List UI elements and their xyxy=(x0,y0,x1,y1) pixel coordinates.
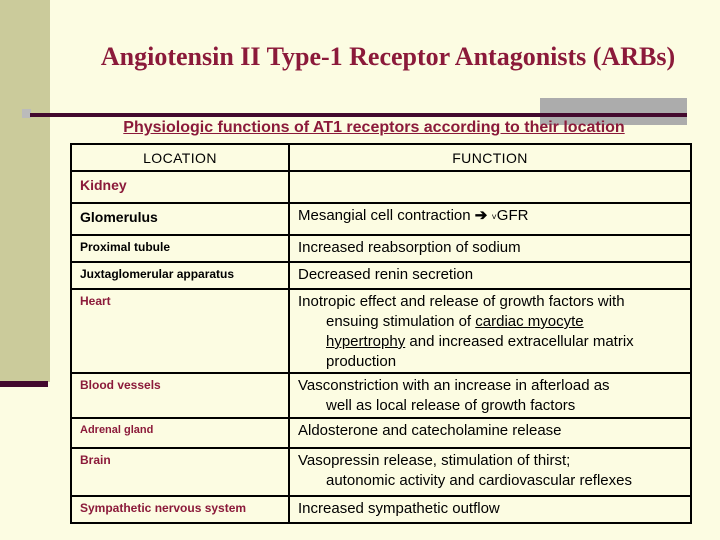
at1-receptor-function-table: LOCATION FUNCTION Kidney Glomerulus Mesa… xyxy=(70,143,692,524)
function-text: Increased sympathetic outflow xyxy=(298,500,500,517)
function-text-post: and increased extracellular matrix produ… xyxy=(326,333,634,370)
location-cell-heart: Heart xyxy=(70,288,290,374)
table-row-glomerulus: Glomerulus Mesangial cell contraction ➔ … xyxy=(70,202,692,236)
slide-title: Angiotensin II Type-1 Receptor Antagonis… xyxy=(100,42,676,71)
table-header-row: LOCATION FUNCTION xyxy=(70,143,692,172)
table-row-juxtaglomerular-apparatus: Juxtaglomerular apparatus Decreased reni… xyxy=(70,261,692,290)
function-cell-heart: Inotropic effect and release of growth f… xyxy=(288,288,692,374)
function-text: Mesangial cell contraction ➔ ˅GFR xyxy=(298,206,684,227)
function-text-main: Mesangial cell contraction xyxy=(298,207,471,224)
location-cell-juxtaglomerular-apparatus: Juxtaglomerular apparatus xyxy=(70,261,290,290)
table-row-brain: Brain Vasopressin release, stimulation o… xyxy=(70,447,692,497)
location-cell-blood-vessels: Blood vessels xyxy=(70,372,290,419)
location-column-header: LOCATION xyxy=(70,143,290,172)
location-cell-sympathetic-nervous-system: Sympathetic nervous system xyxy=(70,495,290,524)
down-arrowhead-icon: ˅ xyxy=(491,212,497,222)
location-cell-glomerulus: Glomerulus xyxy=(70,202,290,236)
function-cell-juxtaglomerular-apparatus: Decreased renin secretion xyxy=(288,261,692,290)
bottom-left-divider xyxy=(0,381,48,387)
function-text: Decreased renin secretion xyxy=(298,266,474,283)
function-text: Vasopressin release, stimulation of thir… xyxy=(298,452,632,489)
location-cell-proximal-tubule: Proximal tubule xyxy=(70,234,290,263)
function-cell-brain: Vasopressin release, stimulation of thir… xyxy=(288,447,692,497)
location-cell-adrenal-gland: Adrenal gland xyxy=(70,417,290,449)
function-cell-proximal-tubule: Increased reabsorption of sodium xyxy=(288,234,692,263)
table-row-proximal-tubule: Proximal tubule Increased reabsorption o… xyxy=(70,234,692,263)
gray-accent-block xyxy=(540,98,687,125)
function-text: Aldosterone and catecholamine release xyxy=(298,422,562,439)
location-cell-kidney: Kidney xyxy=(70,170,290,204)
function-text-pre: Inotropic effect and release of growth f… xyxy=(298,293,625,330)
right-arrow-icon: ➔ xyxy=(474,207,488,224)
function-text: Vasconstriction with an increase in afte… xyxy=(298,377,610,414)
function-cell-blood-vessels: Vasconstriction with an increase in afte… xyxy=(288,372,692,419)
function-cell-glomerulus: Mesangial cell contraction ➔ ˅GFR xyxy=(288,202,692,236)
function-cell-sympathetic-nervous-system: Increased sympathetic outflow xyxy=(288,495,692,524)
underlined-phrase: cardiac myocyte hypertrophy xyxy=(326,313,584,350)
function-column-header: FUNCTION xyxy=(288,143,692,172)
table-row-blood-vessels: Blood vessels Vasconstriction with an in… xyxy=(70,372,692,419)
function-text: Increased reabsorption of sodium xyxy=(298,239,521,256)
function-cell-kidney xyxy=(288,170,692,204)
function-text-gfr: GFR xyxy=(496,207,529,224)
function-cell-adrenal-gland: Aldosterone and catecholamine release xyxy=(288,417,692,449)
divider-start-notch xyxy=(22,109,31,118)
location-cell-brain: Brain xyxy=(70,447,290,497)
table-row-kidney: Kidney xyxy=(70,170,692,204)
table-row-sympathetic-nervous-system: Sympathetic nervous system Increased sym… xyxy=(70,495,692,524)
table-row-heart: Heart Inotropic effect and release of gr… xyxy=(70,288,692,374)
slide-subtitle: Physiologic functions of AT1 receptors a… xyxy=(123,119,625,136)
function-text: Inotropic effect and release of growth f… xyxy=(298,292,684,371)
title-divider-line xyxy=(30,113,687,117)
left-accent-bar xyxy=(0,0,50,382)
table-row-adrenal-gland: Adrenal gland Aldosterone and catecholam… xyxy=(70,417,692,449)
